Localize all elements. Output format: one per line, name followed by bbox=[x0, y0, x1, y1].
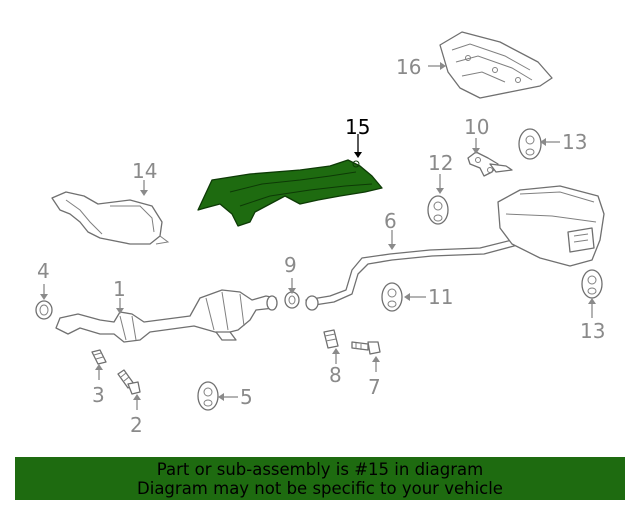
part-4-gasket[interactable] bbox=[35, 300, 53, 320]
part-12-hanger[interactable] bbox=[427, 195, 449, 225]
part-1-front-pipe[interactable] bbox=[55, 289, 278, 343]
part-8-stud[interactable] bbox=[323, 329, 339, 349]
callout-14[interactable]: 14 bbox=[132, 159, 157, 183]
banner-line-1: Part or sub-assembly is #15 in diagram bbox=[156, 459, 484, 479]
part-10-bracket[interactable] bbox=[467, 151, 513, 177]
part-16-heat-shield[interactable] bbox=[439, 31, 553, 99]
part-6-tail-pipe-muffler[interactable] bbox=[305, 185, 605, 311]
callout-3[interactable]: 3 bbox=[92, 383, 105, 407]
disclaimer-banner: Part or sub-assembly is #15 in diagram D… bbox=[15, 457, 625, 500]
part-13-hanger-lower[interactable] bbox=[581, 269, 603, 299]
callout-8[interactable]: 8 bbox=[329, 363, 342, 387]
part-7-bolt[interactable] bbox=[351, 341, 381, 355]
callout-6[interactable]: 6 bbox=[384, 209, 397, 233]
parts-diagram: 16 15 14 10 12 13 bbox=[35, 31, 605, 437]
part-11-hanger[interactable] bbox=[381, 282, 403, 312]
callout-12[interactable]: 12 bbox=[428, 151, 453, 175]
banner-line-2: Diagram may not be specific to your vehi… bbox=[137, 478, 503, 498]
callout-2[interactable]: 2 bbox=[130, 413, 143, 437]
part-9-gasket[interactable] bbox=[284, 291, 300, 309]
part-15-heat-insulator[interactable] bbox=[197, 159, 383, 227]
part-3-stud[interactable] bbox=[91, 349, 107, 365]
callout-13a[interactable]: 13 bbox=[562, 130, 587, 154]
callout-5[interactable]: 5 bbox=[240, 385, 253, 409]
callout-11[interactable]: 11 bbox=[428, 285, 453, 309]
callout-10[interactable]: 10 bbox=[464, 115, 489, 139]
part-5-hanger[interactable] bbox=[197, 381, 219, 411]
callout-9[interactable]: 9 bbox=[284, 253, 297, 277]
part-14-heat-shield[interactable] bbox=[51, 191, 170, 245]
part-2-bolt[interactable] bbox=[117, 369, 141, 395]
callout-4[interactable]: 4 bbox=[37, 259, 50, 283]
callout-1[interactable]: 1 bbox=[113, 277, 126, 301]
part-13-hanger-upper[interactable] bbox=[518, 128, 542, 160]
callout-15[interactable]: 15 bbox=[345, 115, 370, 139]
callout-7[interactable]: 7 bbox=[368, 375, 381, 399]
callout-13b[interactable]: 13 bbox=[580, 319, 605, 343]
callout-16[interactable]: 16 bbox=[396, 55, 421, 79]
